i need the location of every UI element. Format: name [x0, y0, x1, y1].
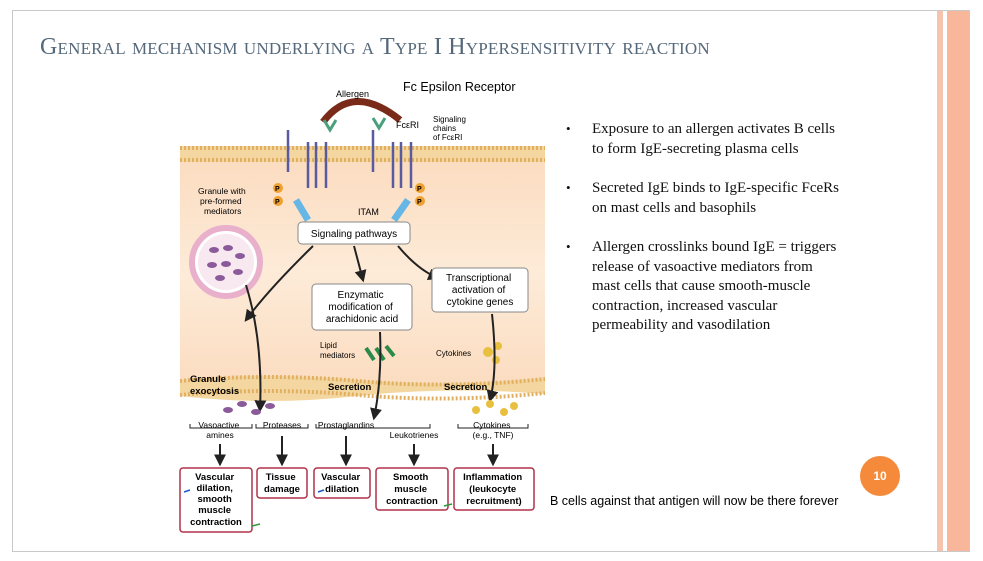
outcome-vascular-dilation	[313, 467, 371, 499]
bullet-list: •Exposure to an allergen activates B cel…	[562, 120, 842, 356]
ink-mark	[251, 523, 261, 527]
outcome-inflammation-label: Inflammation (leukocyte recruitment)	[463, 472, 525, 507]
bullet-dot: •	[566, 239, 571, 254]
released-mediators	[223, 401, 275, 415]
proteases-label: Proteases	[263, 420, 301, 430]
secretion-label-2: Secretion	[444, 382, 487, 393]
svg-text:P: P	[275, 199, 280, 206]
page-number-badge: 10	[860, 456, 900, 496]
type1-hypersensitivity-diagram: Allergen FcεRI Signaling chains of FcεRI…	[179, 89, 546, 533]
cytokines-inner-label: Cytokines	[436, 349, 471, 358]
bullet-item: •Exposure to an allergen activates B cel…	[566, 121, 835, 157]
outcome-inflammation	[453, 467, 535, 511]
leukotrienes-label: Leukotrienes	[390, 430, 439, 440]
bullet-dot: •	[566, 121, 571, 136]
allergen-label: Allergen	[336, 89, 369, 99]
ink-mark	[183, 489, 191, 493]
granule-exocytosis-label: Granule exocytosis	[190, 374, 239, 397]
signaling-pathways-box	[297, 221, 411, 245]
ink-mark	[317, 489, 325, 493]
granule-label: Granule with pre-formed mediators	[198, 186, 248, 216]
fceri-label: FcεRI	[396, 120, 419, 130]
fceri-receptor-left	[286, 130, 328, 188]
vasoactive-amines-label: Vasoactive amines	[198, 420, 241, 440]
bullet-item: •Allergen crosslinks bound IgE = trigger…	[566, 239, 837, 333]
ige-antibody	[322, 117, 387, 133]
released-cytokines	[472, 400, 518, 416]
outcome-vascular-dilation-smooth	[179, 467, 253, 533]
signaling-pathways-label: Signaling pathways	[311, 229, 397, 240]
enzymatic-label: Enzymatic modification of arachidonic ac…	[326, 290, 398, 325]
granule-vesicle	[189, 225, 263, 299]
outcome-smooth-muscle-label: Smooth muscle contraction	[386, 472, 438, 507]
cytokines-tnf-label: Cytokines (e.g., TNF)	[473, 420, 514, 440]
secretion-label-1: Secretion	[328, 382, 371, 393]
svg-text:P: P	[417, 186, 422, 193]
allergen	[320, 98, 403, 125]
activation-arrow	[391, 197, 411, 223]
accent-stripe-wide	[947, 11, 969, 551]
transcriptional-label: Transcriptional activation of cytokine g…	[446, 273, 514, 308]
outcome-tissue-damage-label: Tissue damage	[264, 472, 300, 495]
speaker-note: B cells against that antigen will now be…	[550, 494, 839, 508]
fceri-receptor-right	[371, 130, 413, 188]
bullet-item: •Secreted IgE binds to IgE-specific FceR…	[566, 180, 840, 216]
slide-title: General mechanism underlying a Type I Hy…	[40, 34, 710, 60]
accent-stripe	[937, 11, 943, 551]
prostaglandins-label: Prostaglandins	[318, 420, 374, 430]
signaling-chains-label: Signaling chains of FcεRI	[433, 115, 468, 142]
phosphate-group: P P P P	[273, 183, 425, 206]
outcome-tissue-damage	[256, 467, 308, 499]
outcome-vascular-dilation-label: Vascular dilation	[321, 472, 363, 495]
lipid-mediators-label: Lipid mediators	[320, 341, 355, 360]
svg-text:P: P	[417, 199, 422, 206]
ink-mark	[443, 503, 453, 507]
svg-text:P: P	[275, 186, 280, 193]
cell-membrane-top	[180, 146, 545, 162]
fc-epsilon-label: Fc Epsilon Receptor	[403, 80, 516, 94]
enzymatic-box	[311, 283, 413, 331]
cell-membrane-bottom	[179, 375, 546, 401]
outcome-smooth-muscle	[375, 467, 449, 511]
activation-arrow	[292, 198, 312, 222]
itam-label: ITAM	[358, 207, 379, 217]
bullet-dot: •	[566, 180, 571, 195]
outcome-vascular-dilation-smooth-label: Vascular dilation, smooth muscle contrac…	[190, 472, 242, 528]
transcriptional-box	[431, 267, 529, 313]
